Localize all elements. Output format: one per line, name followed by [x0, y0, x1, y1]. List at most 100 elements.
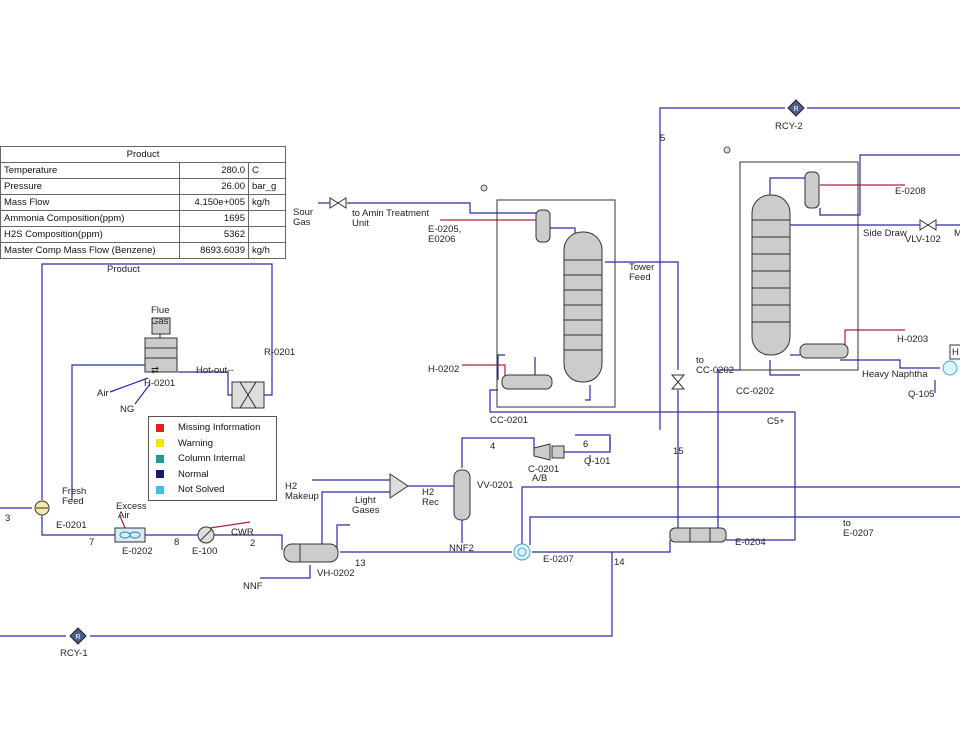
label-tower: Tower	[629, 262, 654, 273]
legend-item: Column Internal	[149, 451, 276, 467]
legend-label: Warning	[178, 437, 214, 449]
row-name: H2S Composition(ppm)	[0, 226, 180, 243]
rcy2-recycle-icon[interactable]: R	[787, 99, 805, 117]
label-m-cut: M	[954, 228, 960, 239]
label-nnf: NNF	[243, 581, 263, 592]
label-stream-14: 14	[614, 557, 625, 568]
table-row: Temperature 280.0 C	[0, 162, 286, 179]
label-rcy1: RCY-1	[60, 648, 88, 659]
h0201-heater-icon[interactable]	[144, 317, 178, 373]
label-hot-out: Hot-out--	[196, 365, 233, 376]
label-vh0202: VH-0202	[317, 568, 355, 579]
row-unit: kg/h	[248, 194, 286, 211]
table-row: Mass Flow 4.150e+005 kg/h	[0, 194, 286, 211]
pump-icon[interactable]	[942, 360, 958, 376]
legend-item: Warning	[149, 436, 276, 452]
vlv102-valve-icon[interactable]	[919, 219, 937, 231]
rcy1-recycle-icon[interactable]: R	[69, 627, 87, 645]
label-e0201: E-0201	[56, 520, 87, 531]
row-name: Ammonia Composition(ppm)	[0, 210, 180, 227]
label-stream-4: 4	[490, 441, 495, 452]
label-h0203: H-0203	[897, 334, 928, 345]
label-excess: Excess	[116, 501, 147, 512]
label-e0205: E-0205,	[428, 224, 461, 235]
c0201-compressor-icon[interactable]	[533, 443, 565, 461]
sour-gas-valve-icon[interactable]	[329, 197, 347, 209]
mixer-icon[interactable]	[389, 473, 409, 499]
row-value: 26.00	[179, 178, 249, 195]
label-heavy-naphtha: Heavy Naphtha	[862, 369, 928, 380]
row-unit: kg/h	[248, 242, 286, 259]
label-stream-2: 2	[250, 538, 255, 549]
label-e0202: E-0202	[122, 546, 153, 557]
row-value: 280.0	[179, 162, 249, 179]
row-unit	[248, 226, 286, 243]
label-cc0201: CC-0201	[490, 415, 528, 426]
label-hx-symbol: ⇄	[151, 365, 159, 376]
cc0201-column-icon[interactable]	[496, 199, 616, 408]
e0201-exchanger-icon[interactable]	[34, 500, 50, 516]
h-cut-box	[949, 344, 960, 360]
legend-item: Normal	[149, 467, 276, 483]
label-h0201: H-0201	[144, 378, 175, 389]
label-nnf2: NNF2	[449, 543, 474, 554]
label-stream-3: 3	[5, 513, 10, 524]
row-value: 4.150e+005	[179, 194, 249, 211]
label-h-cut: H	[952, 347, 959, 358]
label-h2-rec: H2	[422, 487, 434, 498]
row-name: Pressure	[0, 178, 180, 195]
label-stream-8: 8	[174, 537, 179, 548]
product-property-table: Product Temperature 280.0 C Pressure 26.…	[0, 146, 286, 259]
label-to: to	[696, 355, 704, 366]
label-q101: Q-101	[584, 456, 610, 467]
label-e0204: E-0204	[735, 537, 766, 548]
label-cc0202: CC-0202	[736, 386, 774, 397]
label-stream-7: 7	[89, 537, 94, 548]
diagram-labels: Product Flue Gas R-0201 Hot-out-- H-0201…	[5, 121, 960, 659]
table-title: Product	[0, 146, 286, 163]
e0204-exchanger-icon[interactable]	[669, 527, 727, 543]
e0207-exchanger-icon[interactable]	[513, 543, 531, 561]
label-to-e0207-to: to	[843, 518, 851, 529]
e0202-air-cooler-icon[interactable]	[114, 527, 146, 543]
row-unit	[248, 210, 286, 227]
valve-15-icon[interactable]	[670, 374, 686, 390]
label-c0201-ab: A/B	[532, 473, 547, 484]
label-stream-5: 5	[660, 133, 665, 144]
label-ng: NG	[120, 404, 134, 415]
status-legend: Missing Information Warning Column Inter…	[148, 416, 277, 501]
label-flue: Flue	[151, 305, 169, 316]
label-sour-gas: Gas	[293, 217, 311, 228]
label-sour: Sour	[293, 207, 313, 218]
label-amin: to Amin Treatment	[352, 208, 429, 219]
label-c5plus: C5+	[767, 416, 785, 427]
label-gas: Gas	[151, 316, 169, 327]
cc0201-marker-icon	[480, 184, 488, 192]
label-excess-air: Air	[118, 510, 130, 521]
svg-text:R: R	[75, 634, 80, 641]
table-row: Ammonia Composition(ppm) 1695	[0, 210, 286, 227]
table-row: Pressure 26.00 bar_g	[0, 178, 286, 195]
row-value: 5362	[179, 226, 249, 243]
label-to-e0207: E-0207	[843, 528, 874, 539]
label-vlv102: VLV-102	[905, 234, 941, 245]
label-amin-unit: Unit	[352, 218, 369, 229]
label-product: Product	[107, 264, 140, 275]
vv0201-vessel-icon[interactable]	[453, 469, 471, 521]
label-h2: H2	[285, 481, 297, 492]
row-unit: bar_g	[248, 178, 286, 195]
label-tower-feed: Feed	[629, 272, 651, 283]
cc0202-column-icon[interactable]	[739, 161, 859, 371]
e100-cooler-icon[interactable]	[197, 526, 215, 544]
r0201-reactor-icon[interactable]	[231, 381, 265, 409]
label-fresh: Fresh	[62, 486, 86, 497]
label-r0201: R-0201	[264, 347, 295, 358]
label-stream-13: 13	[355, 558, 366, 569]
legend-label: Column Internal	[178, 453, 246, 465]
label-gases: Gases	[352, 505, 380, 516]
label-side-draw: Side Draw	[863, 228, 907, 239]
legend-label: Not Solved	[178, 484, 225, 496]
label-e0208: E-0208	[895, 186, 926, 197]
vh0202-separator-icon[interactable]	[283, 543, 339, 563]
